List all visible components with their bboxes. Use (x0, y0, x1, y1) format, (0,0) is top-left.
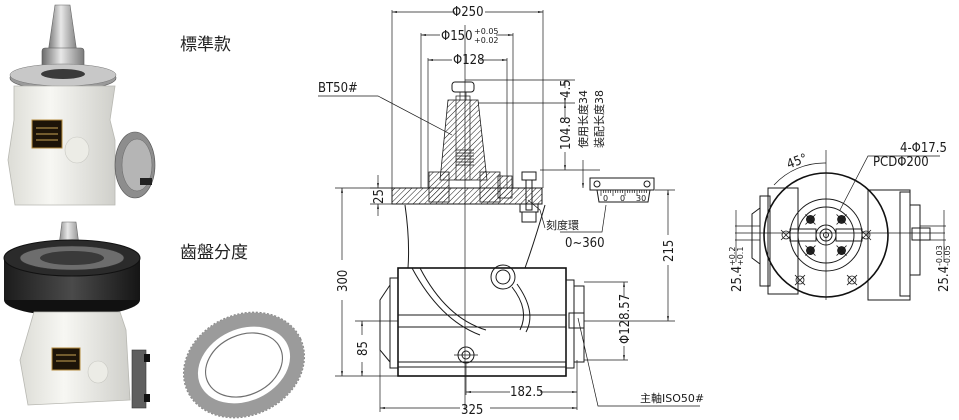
bt50-label: BT50# (318, 81, 358, 96)
dim-300: 300 (336, 270, 351, 292)
dim-phi150-tol-lower: +0.02 (474, 36, 499, 45)
dim-325: 325 (461, 403, 483, 418)
bolt-hole-marker (805, 245, 816, 256)
right-tolerance: 25.4 -0.03 -0.05 (935, 245, 952, 292)
scale-ring-label: 刻度環 (546, 218, 579, 232)
left-tolerance: 25.4 +0.2 +0.1 (728, 247, 745, 292)
bt50-taper (439, 99, 488, 181)
right-tol-upper: -0.03 (935, 245, 944, 266)
front-section-view: 0 0 30 (379, 25, 655, 410)
scale-mark-0a: 0 (603, 194, 608, 203)
scale-ring-inset: 0 0 30 (589, 177, 655, 203)
left-tol-base: 25.4 (730, 266, 745, 292)
bolt-hole-marker (794, 274, 806, 286)
bolt-hole-marker (780, 229, 792, 241)
dim-phi150: Φ150 (441, 29, 473, 44)
mounting-flange-circle (763, 172, 889, 298)
angle-45-label: 45° (785, 151, 810, 172)
dim-phi250: Φ250 (452, 5, 484, 20)
scale-mark-30: 30 (636, 194, 646, 203)
pull-stud (451, 81, 475, 93)
bolt-hole-marker (846, 274, 858, 286)
right-tol-base: 25.4 (937, 266, 952, 292)
spindle-key (568, 312, 585, 329)
dim-85: 85 (356, 341, 371, 356)
bolt-hole-marker (836, 245, 847, 256)
gear-indexing-model-label: 齒盤分度 (180, 243, 248, 263)
spindle-label: 主軸ISO50# (640, 391, 704, 405)
dim-215: 215 (662, 240, 677, 262)
dim-phi128: Φ128 (453, 53, 485, 68)
dim-4-5: 4.5 (559, 79, 574, 98)
gear-ring-photo (182, 311, 306, 419)
use-length-label: 使用长度34 (576, 90, 590, 148)
dim-182-5: 182.5 (510, 385, 543, 400)
bolt-hole-marker (860, 229, 872, 241)
dim-phi150-tol-upper: +0.05 (474, 27, 499, 36)
scale-range-label: 0~360 (565, 236, 605, 251)
product-photo-standard (7, 4, 156, 206)
right-tol-lower: -0.05 (943, 245, 952, 266)
top-flange (391, 187, 543, 205)
dim-25: 25 (372, 189, 387, 204)
left-tol-upper: +0.2 (728, 247, 737, 266)
standard-model-label: 標準款 (180, 35, 231, 55)
product-photo-gear-indexing (3, 221, 150, 409)
holes-spec-label: 4-Φ17.5 (900, 141, 947, 156)
threads (456, 149, 474, 166)
dim-phi128-57: Φ128.57 (618, 294, 633, 344)
dim-104-8: 104.8 (559, 117, 574, 150)
assembly-length-label: 装配长度38 (592, 90, 606, 148)
scale-mark-0b: 0 (620, 194, 625, 203)
bolt-hole-marker (805, 214, 816, 225)
bolt-hole-marker (836, 214, 847, 225)
left-tol-lower: +0.1 (736, 247, 745, 266)
side-view (735, 150, 946, 301)
dimension-lines (318, 10, 700, 412)
housing (397, 267, 567, 377)
pcd-label: PCDΦ200 (873, 155, 929, 170)
